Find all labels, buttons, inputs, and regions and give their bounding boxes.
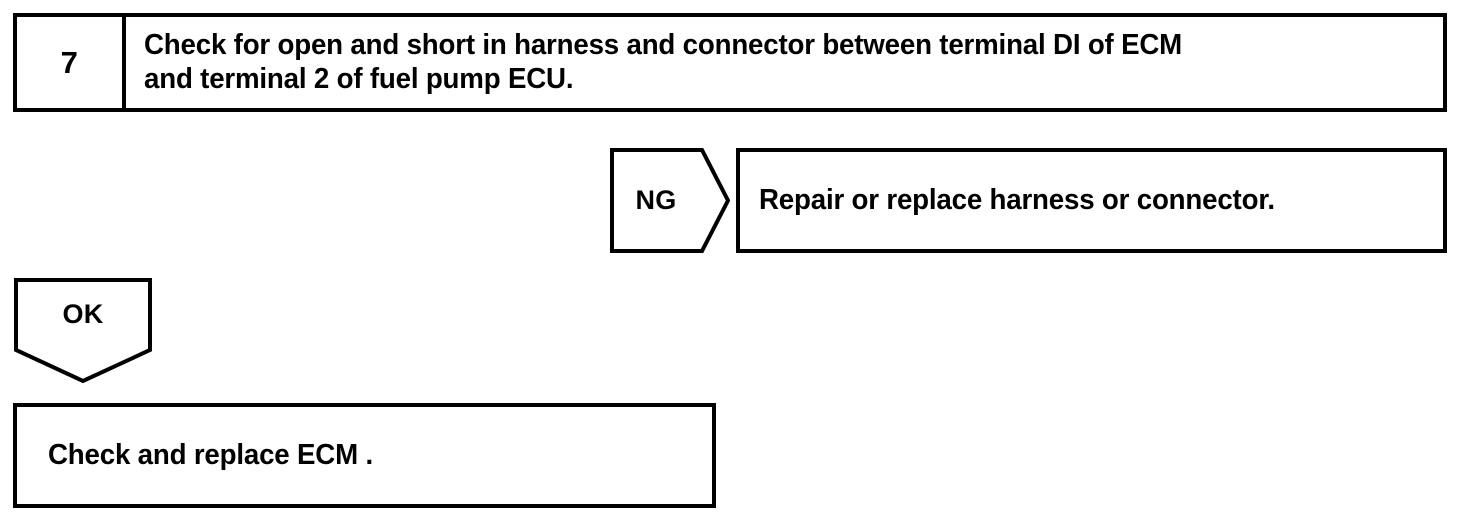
branch-connector-ok: OK bbox=[14, 278, 152, 383]
result-text-repair: Repair or replace harness or connector. bbox=[759, 183, 1275, 216]
step-instruction-text: Check for open and short in harness and … bbox=[144, 29, 1183, 95]
step-instruction-row: 7 Check for open and short in harness an… bbox=[13, 13, 1447, 112]
step-instruction-cell: Check for open and short in harness and … bbox=[126, 17, 1443, 108]
pentagon-down-icon bbox=[14, 278, 152, 383]
pentagon-right-icon bbox=[610, 148, 730, 253]
step-number-cell: 7 bbox=[17, 17, 126, 108]
result-box-repair: Repair or replace harness or connector. bbox=[736, 148, 1447, 253]
step-number: 7 bbox=[60, 45, 79, 80]
branch-connector-ng: NG bbox=[610, 148, 730, 253]
branch-label-ng: NG bbox=[635, 185, 677, 215]
branch-label-ok: OK bbox=[62, 298, 104, 329]
result-text-ecm: Check and replace ECM . bbox=[48, 438, 373, 471]
result-box-ecm: Check and replace ECM . bbox=[13, 403, 716, 508]
